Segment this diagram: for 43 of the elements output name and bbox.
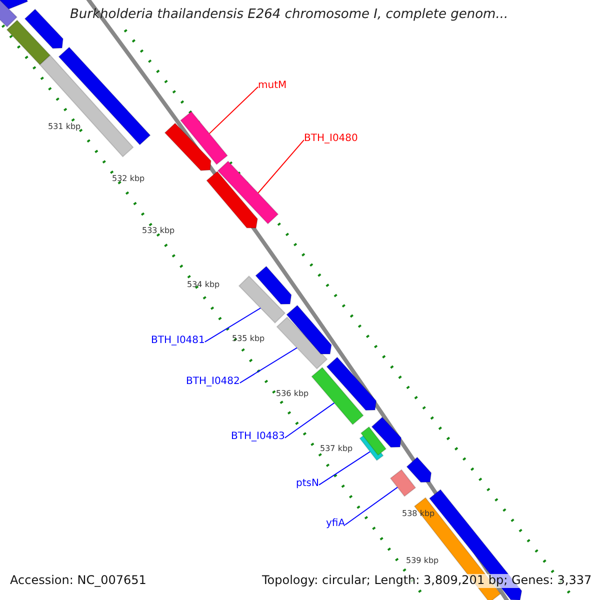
gene-label: yfiA <box>326 518 346 530</box>
position-label: 534 kbp <box>187 280 220 290</box>
gene-label: BTH_I0482 <box>186 376 240 388</box>
footer-text: Accession: NC_007651 <box>10 574 146 588</box>
position-label: 539 kbp <box>406 556 439 566</box>
leader-line <box>239 347 298 384</box>
footer-text: Topology: circular; Length: 3,809,201 bp; Genes: 3,337 <box>262 574 592 588</box>
gene-bar <box>6 20 51 66</box>
leader-line <box>208 86 258 134</box>
position-label: 535 kbp <box>232 334 265 344</box>
position-label: 532 kbp <box>112 174 145 184</box>
gene-label: BTH_I0480 <box>304 133 358 144</box>
gene-bar <box>206 170 258 228</box>
gene-bar <box>164 122 212 172</box>
gene-bar <box>39 54 134 158</box>
leader-line <box>258 139 304 194</box>
gene-bar <box>0 0 18 28</box>
gene-bar <box>406 456 432 483</box>
gene-bar <box>311 366 364 426</box>
gene-bar <box>255 266 292 305</box>
map-title: Burkholderia thailandensis E264 chromosome I, complete genom... <box>70 8 508 23</box>
gene-bar <box>238 275 286 324</box>
gene-bar <box>326 356 377 411</box>
gene-bar <box>371 416 402 448</box>
gene-bar <box>360 426 387 456</box>
gene-bar <box>276 316 328 370</box>
position-label: 538 kbp <box>402 509 435 518</box>
leader-line <box>344 486 398 526</box>
leader-line <box>284 402 335 438</box>
position-label: 533 kbp <box>142 226 175 236</box>
position-label: 536 kbp <box>276 389 309 398</box>
gene-bar <box>180 110 228 166</box>
position-label: 531 kbp <box>48 122 81 132</box>
gene-bar <box>24 8 64 49</box>
position-label: 537 kbp <box>320 444 353 454</box>
gene-label: BTH_I0481 <box>151 335 205 346</box>
gene-bar <box>217 160 279 224</box>
gene-bar <box>390 469 416 497</box>
leader-line <box>204 308 262 342</box>
gene-label: ptsN <box>296 478 319 490</box>
gene-label: BTH_I0483 <box>231 431 285 442</box>
gene-label: mutM <box>258 80 287 92</box>
gene-bar <box>286 304 332 354</box>
